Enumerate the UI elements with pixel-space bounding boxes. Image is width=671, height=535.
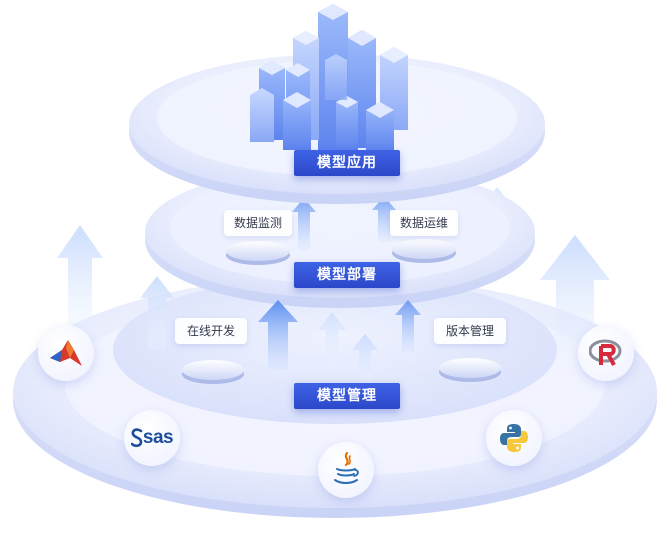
matlab-logo [38,325,94,381]
r-logo [578,325,634,381]
chip-data-monitoring: 数据监测 [224,210,292,236]
city-buildings [250,4,408,152]
layer-label-application: 模型应用 [294,150,400,176]
python-logo [486,410,542,466]
java-icon [334,451,359,484]
flow-arrows [258,196,421,370]
matlab-icon [50,340,82,366]
java-logo [318,442,374,498]
layer-label-management: 模型管理 [294,383,400,409]
top-disc [129,54,545,204]
sas-logo: sas [124,410,180,466]
chip-pads [182,239,501,384]
sas-icon: sas [130,427,174,449]
python-icon [500,424,528,452]
r-language-icon [589,339,622,366]
chip-version-management: 版本管理 [434,318,506,344]
chip-data-operations: 数据运维 [390,210,458,236]
chip-online-development: 在线开发 [175,318,247,344]
sas-wordmark: sas [142,427,174,448]
layer-label-deployment: 模型部署 [294,262,400,288]
